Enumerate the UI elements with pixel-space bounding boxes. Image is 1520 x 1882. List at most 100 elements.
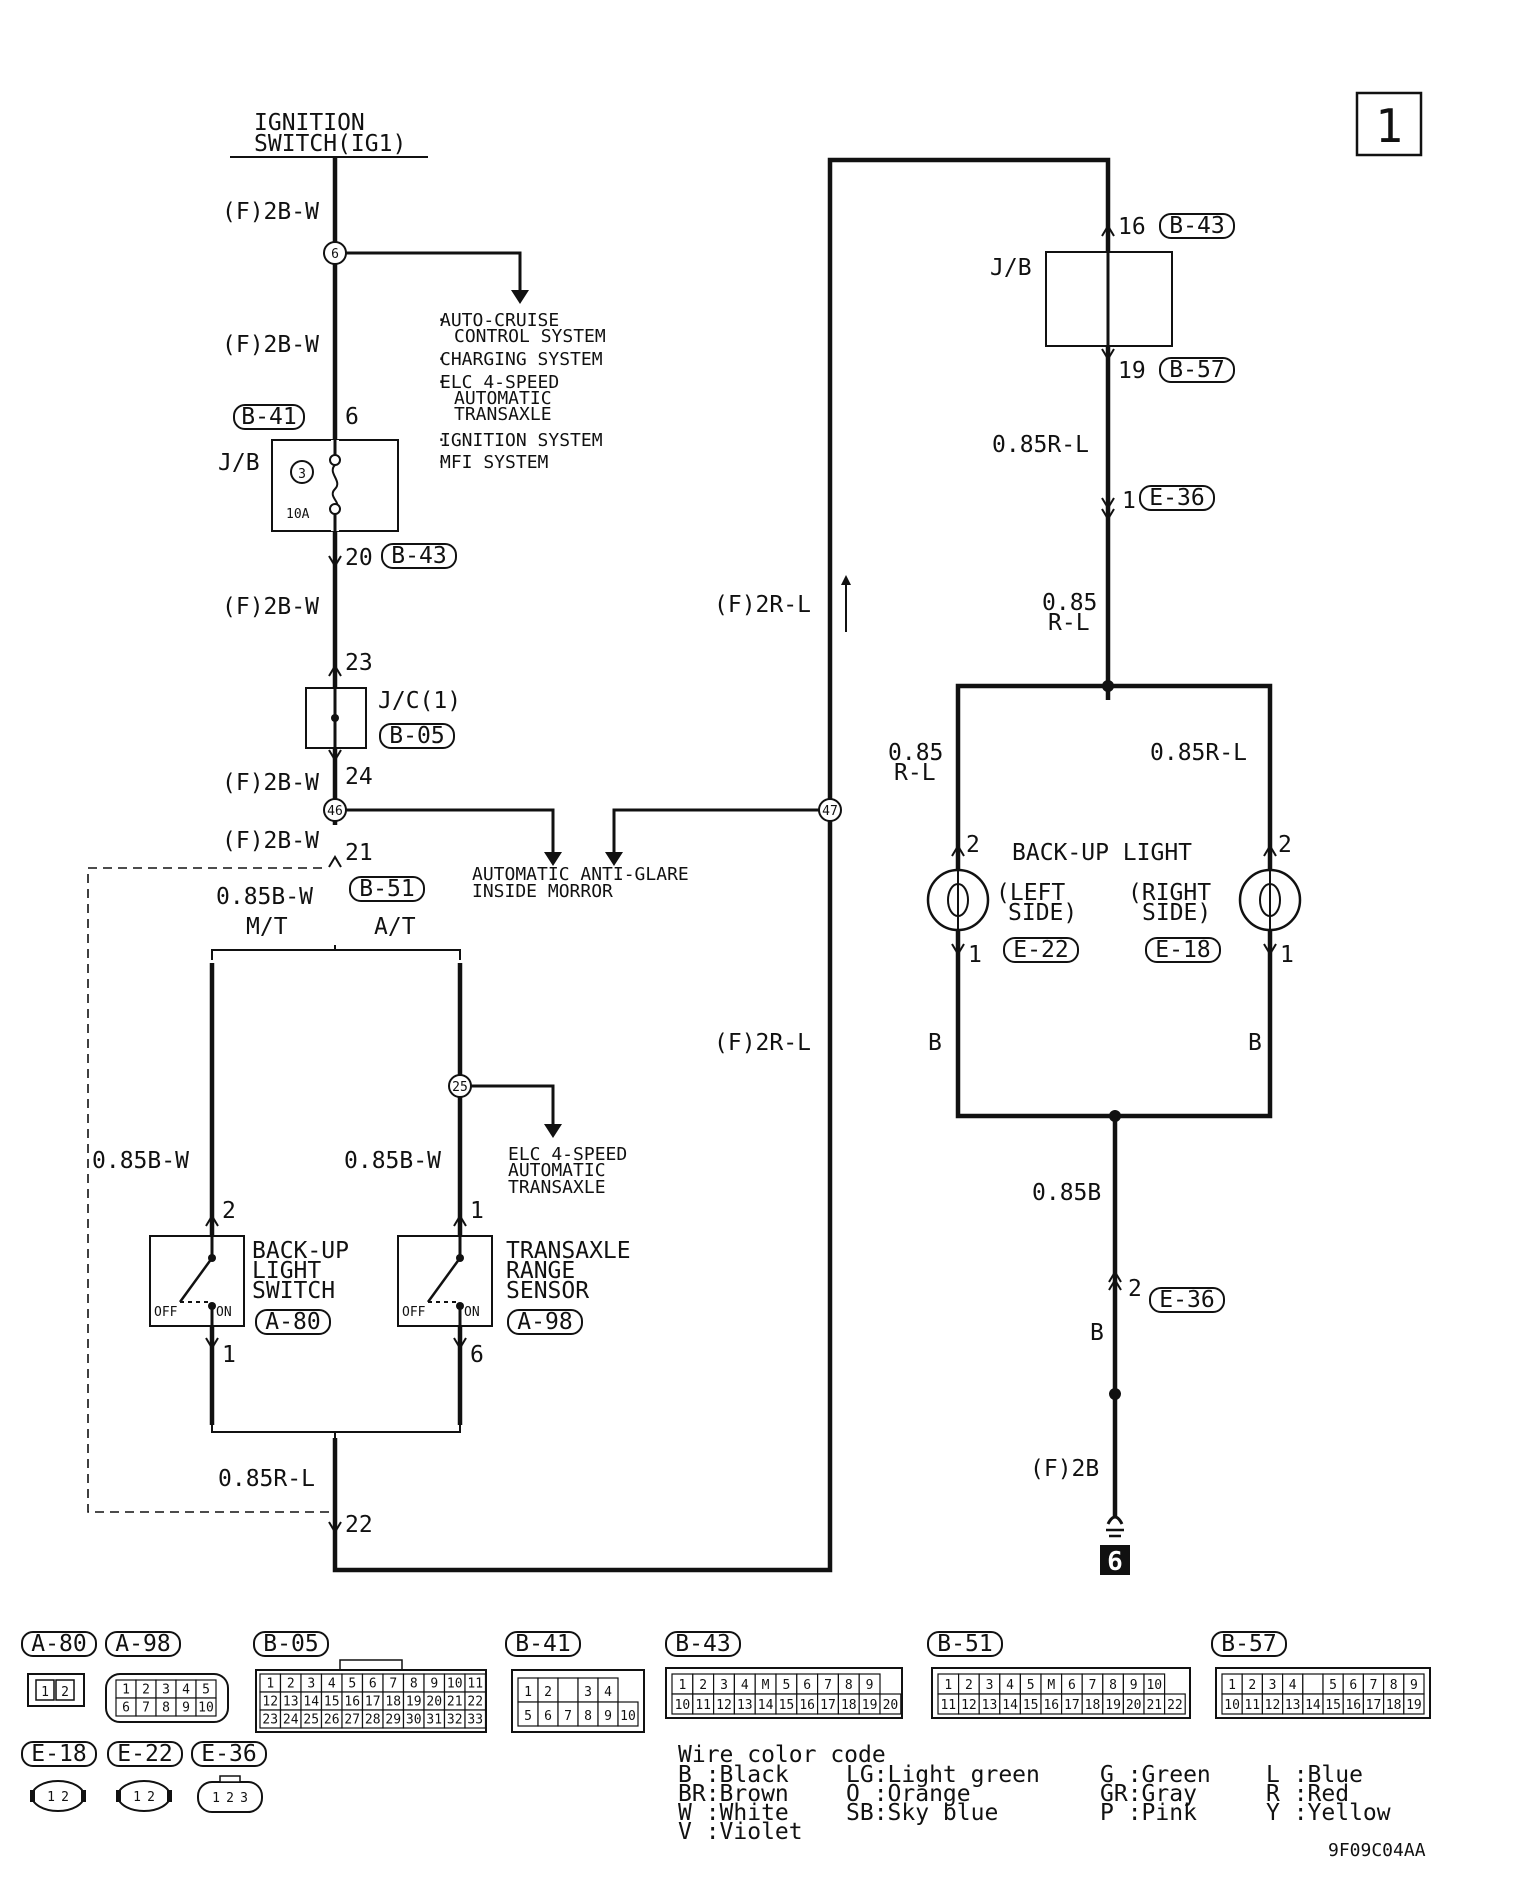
return-wire bbox=[332, 157, 1111, 1573]
wire-label-085-left: 0.85 bbox=[888, 740, 943, 766]
pin-24: 24 bbox=[345, 764, 373, 790]
fuse-amp: 10A bbox=[286, 507, 310, 522]
junction-block-left: J/B 3 10A bbox=[218, 439, 399, 532]
label-mt: M/T bbox=[246, 914, 288, 940]
wire-label-b: B bbox=[1090, 1320, 1104, 1346]
junction-dot bbox=[1102, 680, 1114, 692]
svg-text:E-18: E-18 bbox=[1155, 937, 1210, 963]
svg-text:·: · bbox=[436, 430, 447, 451]
svg-text:SIDE): SIDE) bbox=[1008, 900, 1077, 926]
ignition-label-1: IGNITION bbox=[254, 110, 365, 136]
connector-tag-b51 bbox=[349, 876, 425, 902]
elc-label-2: AUTOMATIC bbox=[508, 1160, 606, 1181]
junction-block-right: J/B bbox=[990, 251, 1173, 347]
pin-2: 2 bbox=[222, 1198, 236, 1224]
sensor-label-1: TRANSAXLE bbox=[506, 1238, 631, 1264]
svg-text:·: · bbox=[436, 372, 447, 393]
branch-arrow-icon bbox=[511, 290, 529, 304]
sensor-label-2: RANGE bbox=[506, 1258, 575, 1284]
connector-tag-b57 bbox=[1159, 357, 1235, 383]
svg-text:OFF: OFF bbox=[154, 1305, 178, 1320]
switch-label-3: SWITCH bbox=[252, 1278, 335, 1304]
svg-text:A-98: A-98 bbox=[517, 1309, 572, 1335]
branch-item: CHARGING SYSTEM bbox=[440, 349, 603, 370]
pin-6: 6 bbox=[470, 1342, 484, 1368]
svg-text:E-36: E-36 bbox=[1159, 1287, 1214, 1313]
backup-light-left-bulb-icon bbox=[926, 868, 990, 932]
branch-arrow-icon bbox=[605, 852, 623, 866]
connector-tag-b05 bbox=[379, 723, 455, 749]
svg-text:B-41: B-41 bbox=[241, 404, 296, 430]
svg-text:A-80: A-80 bbox=[265, 1309, 320, 1335]
wire-label-f2bw-3: (F)2B-W bbox=[222, 594, 319, 620]
jb-left-label: J/B bbox=[218, 450, 260, 476]
pin-19: 19 bbox=[1118, 358, 1146, 384]
splice-47 bbox=[818, 798, 842, 822]
ground-symbol-icon: 6 bbox=[1100, 1515, 1130, 1577]
svg-text:(RIGHT: (RIGHT bbox=[1128, 880, 1211, 906]
pin-22: 22 bbox=[345, 1512, 373, 1538]
branch-system-list: AUTO-CRUISE CONTROL SYSTEM CHARGING SYST… bbox=[436, 310, 606, 473]
fuse-icon bbox=[329, 454, 341, 466]
joint-connector: 23 J/C(1) B-05 24 bbox=[305, 650, 461, 790]
svg-text:46: 46 bbox=[327, 804, 343, 819]
backup-light-right-bulb-icon bbox=[1238, 868, 1302, 932]
wire-arrow-marks bbox=[205, 224, 1277, 1534]
svg-text:ON: ON bbox=[464, 1305, 480, 1320]
svg-text:B-51: B-51 bbox=[359, 876, 414, 902]
wire-label-f2bw-4: (F)2B-W bbox=[222, 770, 319, 796]
wire-label-085: 0.85 bbox=[1042, 590, 1097, 616]
pin-1: 1 bbox=[968, 942, 982, 968]
pin-1: 1 bbox=[1280, 942, 1294, 968]
splice-46 bbox=[323, 798, 347, 822]
branch-item: TRANSAXLE bbox=[454, 404, 552, 425]
pin-16: 16 bbox=[1118, 214, 1146, 240]
branch-brace bbox=[211, 945, 461, 960]
connector-tag-b41 bbox=[233, 404, 305, 430]
junction-dot bbox=[1109, 1388, 1121, 1400]
svg-text:B-57: B-57 bbox=[1169, 357, 1224, 383]
pin-20: 20 bbox=[345, 545, 373, 571]
transaxle-range-sensor: OFF ON 1 6 TRANSAXLE RANGE SENSOR A-98 bbox=[397, 1198, 631, 1368]
pin-1: 1 bbox=[470, 1198, 484, 1224]
wire-label-b-right: B bbox=[1248, 1030, 1262, 1056]
svg-text:25: 25 bbox=[452, 1080, 468, 1095]
backup-light-switch: OFF ON 2 1 BACK-UP LIGHT SWITCH A-80 bbox=[149, 1198, 349, 1368]
pin-1: 1 bbox=[1122, 488, 1136, 514]
ignition-label-2: SWITCH(IG1) bbox=[254, 131, 406, 157]
connector-tag-a98 bbox=[507, 1309, 583, 1335]
wire-label-f2rl-top: (F)2R-L bbox=[714, 592, 811, 618]
antiglare-label-2: INSIDE MORROR bbox=[472, 881, 613, 902]
svg-text:47: 47 bbox=[822, 804, 838, 819]
wire-label-f2bw-5: (F)2B-W bbox=[222, 828, 319, 854]
svg-text:E-36: E-36 bbox=[1149, 485, 1204, 511]
merge-brace bbox=[211, 1425, 461, 1438]
svg-text:·: · bbox=[436, 452, 447, 473]
svg-text:B-43: B-43 bbox=[391, 543, 446, 569]
wire-label-085rl-right: 0.85R-L bbox=[1150, 740, 1247, 766]
pin-2: 2 bbox=[1278, 832, 1292, 858]
wire-label-085bw-top: 0.85B-W bbox=[216, 884, 313, 910]
connector-tag-e22 bbox=[1003, 937, 1079, 963]
jc-label: J/C(1) bbox=[378, 688, 461, 714]
svg-text:OFF: OFF bbox=[402, 1305, 426, 1320]
switch-label-1: BACK-UP bbox=[252, 1238, 349, 1264]
svg-text:B-05: B-05 bbox=[389, 723, 444, 749]
svg-text:B-43: B-43 bbox=[1169, 213, 1224, 239]
wire-label-f2bw-2: (F)2B-W bbox=[222, 332, 319, 358]
connector-tag-b43 bbox=[381, 543, 457, 569]
branch-arrow-icon bbox=[544, 852, 562, 866]
jb-right-label: J/B bbox=[990, 255, 1032, 281]
connector-tag-e36 bbox=[1139, 485, 1215, 511]
alternate-path-dashed bbox=[87, 867, 330, 1513]
label-at: A/T bbox=[374, 914, 416, 940]
wire-label-085bw-mid: 0.85B-W bbox=[344, 1148, 441, 1174]
antiglare-label-1: AUTOMATIC ANTI-GLARE bbox=[472, 864, 689, 885]
wire-label-b-left: B bbox=[928, 1030, 942, 1056]
pin-2: 2 bbox=[966, 832, 980, 858]
wire-label-f2bw-1: (F)2B-W bbox=[222, 199, 319, 225]
branch-item: IGNITION SYSTEM bbox=[440, 430, 603, 451]
splice-25 bbox=[448, 1074, 472, 1098]
pin-2: 2 bbox=[1128, 1276, 1142, 1302]
connector-tag-a80 bbox=[255, 1309, 331, 1335]
